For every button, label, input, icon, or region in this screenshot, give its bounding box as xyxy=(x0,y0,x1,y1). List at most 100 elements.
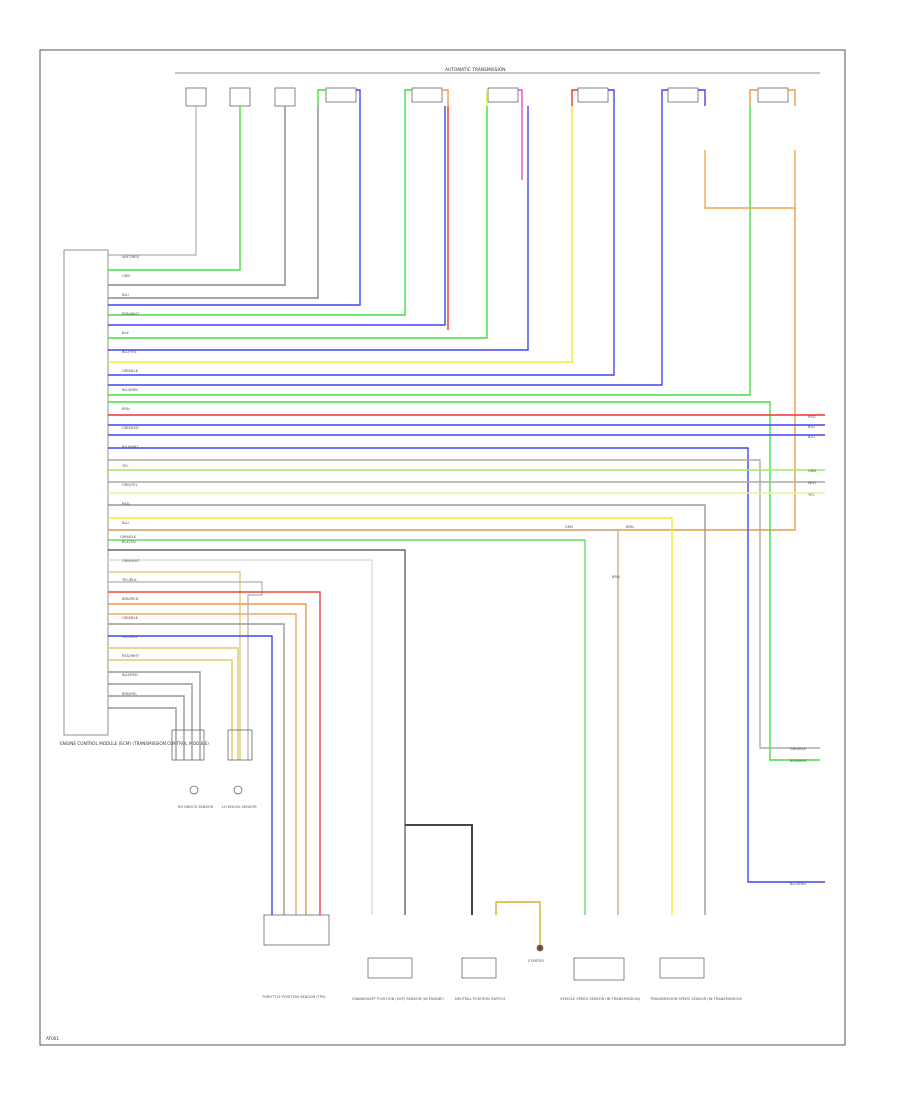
ecm-wire-label: GRN/BLK xyxy=(122,616,139,620)
solenoid-8 xyxy=(667,87,699,103)
lh-knock-connector xyxy=(227,729,253,761)
ecm-wire-label: BLU xyxy=(122,521,129,525)
exit-label-9: BLU/BRN xyxy=(790,882,806,886)
exit-label-4: GRN xyxy=(808,469,816,473)
neutral-switch xyxy=(461,957,497,979)
ecm-wire-labels: WHT/REDGRNBLUBRN/WHTBLKBLU/YELGRN/BLKBLU… xyxy=(122,255,140,696)
exit-label-5: WHT xyxy=(808,481,817,485)
wire-blue-tps xyxy=(108,635,273,915)
solenoid-3 xyxy=(274,87,296,107)
tps-connector xyxy=(263,914,330,946)
wire-harness xyxy=(108,89,825,945)
ecm-wire-label: YEL xyxy=(122,464,128,468)
exit-label-2: BLU xyxy=(808,425,815,429)
wire-yellow-tps-3 xyxy=(108,647,239,760)
wire-yellow-run-2 xyxy=(108,517,673,915)
vss-box xyxy=(573,957,625,981)
wire-orange-join xyxy=(704,150,796,209)
wire-green-run xyxy=(108,401,820,761)
wire-gray-run-4 xyxy=(108,549,406,915)
mid-label-2: BRN xyxy=(612,575,620,579)
lh-knock-sensor xyxy=(233,785,243,795)
ecm-wire-label: YEL/BLK xyxy=(122,578,137,582)
starter-symbol xyxy=(536,944,544,952)
wire-brown-run xyxy=(108,529,619,915)
wire-red-top-7 xyxy=(571,89,578,106)
ecm-wire-label: BRN xyxy=(122,407,130,411)
wire-pink-tps xyxy=(108,591,321,915)
ecm-wire-label: BLU/YEL xyxy=(122,350,137,354)
ecm-wire-label: RED xyxy=(122,502,130,506)
wire-blue-5 xyxy=(108,106,663,386)
wire-knock-1 xyxy=(108,671,201,760)
starter-label: STARTER xyxy=(528,959,544,963)
wire-knock-2 xyxy=(108,683,193,760)
wire-orange-top-9 xyxy=(749,89,758,106)
wire-orange-tps xyxy=(108,603,307,915)
section-title: AUTOMATIC TRANSMISSION xyxy=(445,67,506,73)
wire-yellow-tps xyxy=(108,571,241,760)
wire-green-run-3 xyxy=(108,539,586,915)
solenoid-6 xyxy=(487,87,519,103)
exit-label-8: BRN/RED xyxy=(790,759,807,763)
tss-label: TRANSMISSION SPEED SENSOR (IN TRANSMISSI… xyxy=(649,997,743,1001)
right-exit-labels: RED BLU BLU GRN WHT YEL GRN/BLK BRN/RED … xyxy=(790,415,817,886)
ecm-wire-label: BRN/RED xyxy=(122,597,139,601)
wire-green-top-5 xyxy=(404,89,412,106)
bottom-components xyxy=(171,729,705,981)
ecm-wire-label: BRN/WHT xyxy=(122,312,140,316)
wire-blue-top-7 xyxy=(608,89,615,106)
wire-blue-3 xyxy=(108,106,529,351)
ecm-label: ENGINE CONTROL MODULE (ECM) (TRANSMISSIO… xyxy=(60,741,209,746)
ecm-wire-label: GRN/BLK xyxy=(122,369,139,373)
ecm-wire-label: RED/WHT xyxy=(122,654,140,658)
neutral-switch-label: NEUTRAL POSITION SWITCH xyxy=(455,997,505,1001)
wire-gray-tps xyxy=(108,581,263,760)
ecm-wire-label: GRN xyxy=(122,274,130,278)
rh-knock-connector xyxy=(171,729,205,761)
ecm-wire-label: BLK/YEL xyxy=(122,540,137,544)
exit-label-7: GRN/BLK xyxy=(790,747,807,751)
wire-gray-3 xyxy=(108,106,319,299)
wire-blue-4 xyxy=(108,106,615,376)
wire-blue-top-4 xyxy=(356,89,361,106)
wire-gray-run-3 xyxy=(108,504,706,915)
wire-knock-3 xyxy=(108,695,185,760)
ckp-label: CRANKSHAFT POSITION (CKP) SENSOR (IN ENG… xyxy=(352,997,444,1001)
wire-green-1 xyxy=(108,106,241,271)
wire-blue-1 xyxy=(108,106,361,306)
ecm-wire-label: BLU/BRN xyxy=(122,388,138,392)
ckp-sensor xyxy=(367,957,413,979)
wire-blue-run-3 xyxy=(108,447,825,883)
vss-label: VEHICLE SPEED SENSOR (IN TRANSMISSION) xyxy=(560,997,641,1001)
wire-knock-4 xyxy=(108,707,177,760)
ecm-wire-label: GRN/WHT xyxy=(122,559,140,563)
exit-label-1: RED xyxy=(808,415,816,419)
exit-label-3: BLU xyxy=(808,435,815,439)
ecm-wire-label: BLK xyxy=(122,331,129,335)
diagram-frame xyxy=(39,49,846,1046)
ecm-wire-label: GRN/RED xyxy=(122,426,139,430)
mid-label-1: GRN xyxy=(565,525,573,529)
wire-light-run xyxy=(108,559,373,915)
footer-code: AT001 xyxy=(46,1036,59,1041)
wire-gray-tps-2 xyxy=(108,623,285,915)
wire-pink-top-6 xyxy=(518,89,523,106)
ecm-connector xyxy=(63,249,109,736)
solenoid-4 xyxy=(325,87,357,103)
wire-gray-run xyxy=(108,459,820,749)
solenoid-2 xyxy=(229,87,251,107)
wire-orange-top-9b xyxy=(788,89,796,106)
solenoid-1 xyxy=(185,87,207,107)
wire-green-2 xyxy=(108,106,406,316)
rh-knock-label: RH KNOCK SENSOR xyxy=(178,805,214,809)
tss-sensor xyxy=(659,957,705,979)
wire-yellow-starter xyxy=(495,901,541,945)
ecm-wire-label: YEL/RED xyxy=(122,635,137,639)
ecm-wire-label: BLU/WHT xyxy=(122,445,139,449)
wire-gray-2 xyxy=(108,106,286,286)
rh-knock-sensor xyxy=(189,785,199,795)
ecm-wire-label: GRN/YEL xyxy=(122,483,138,487)
lh-knock-label: LH KNOCK SENSOR xyxy=(222,805,257,809)
wire-blue-top-8 xyxy=(661,89,668,106)
